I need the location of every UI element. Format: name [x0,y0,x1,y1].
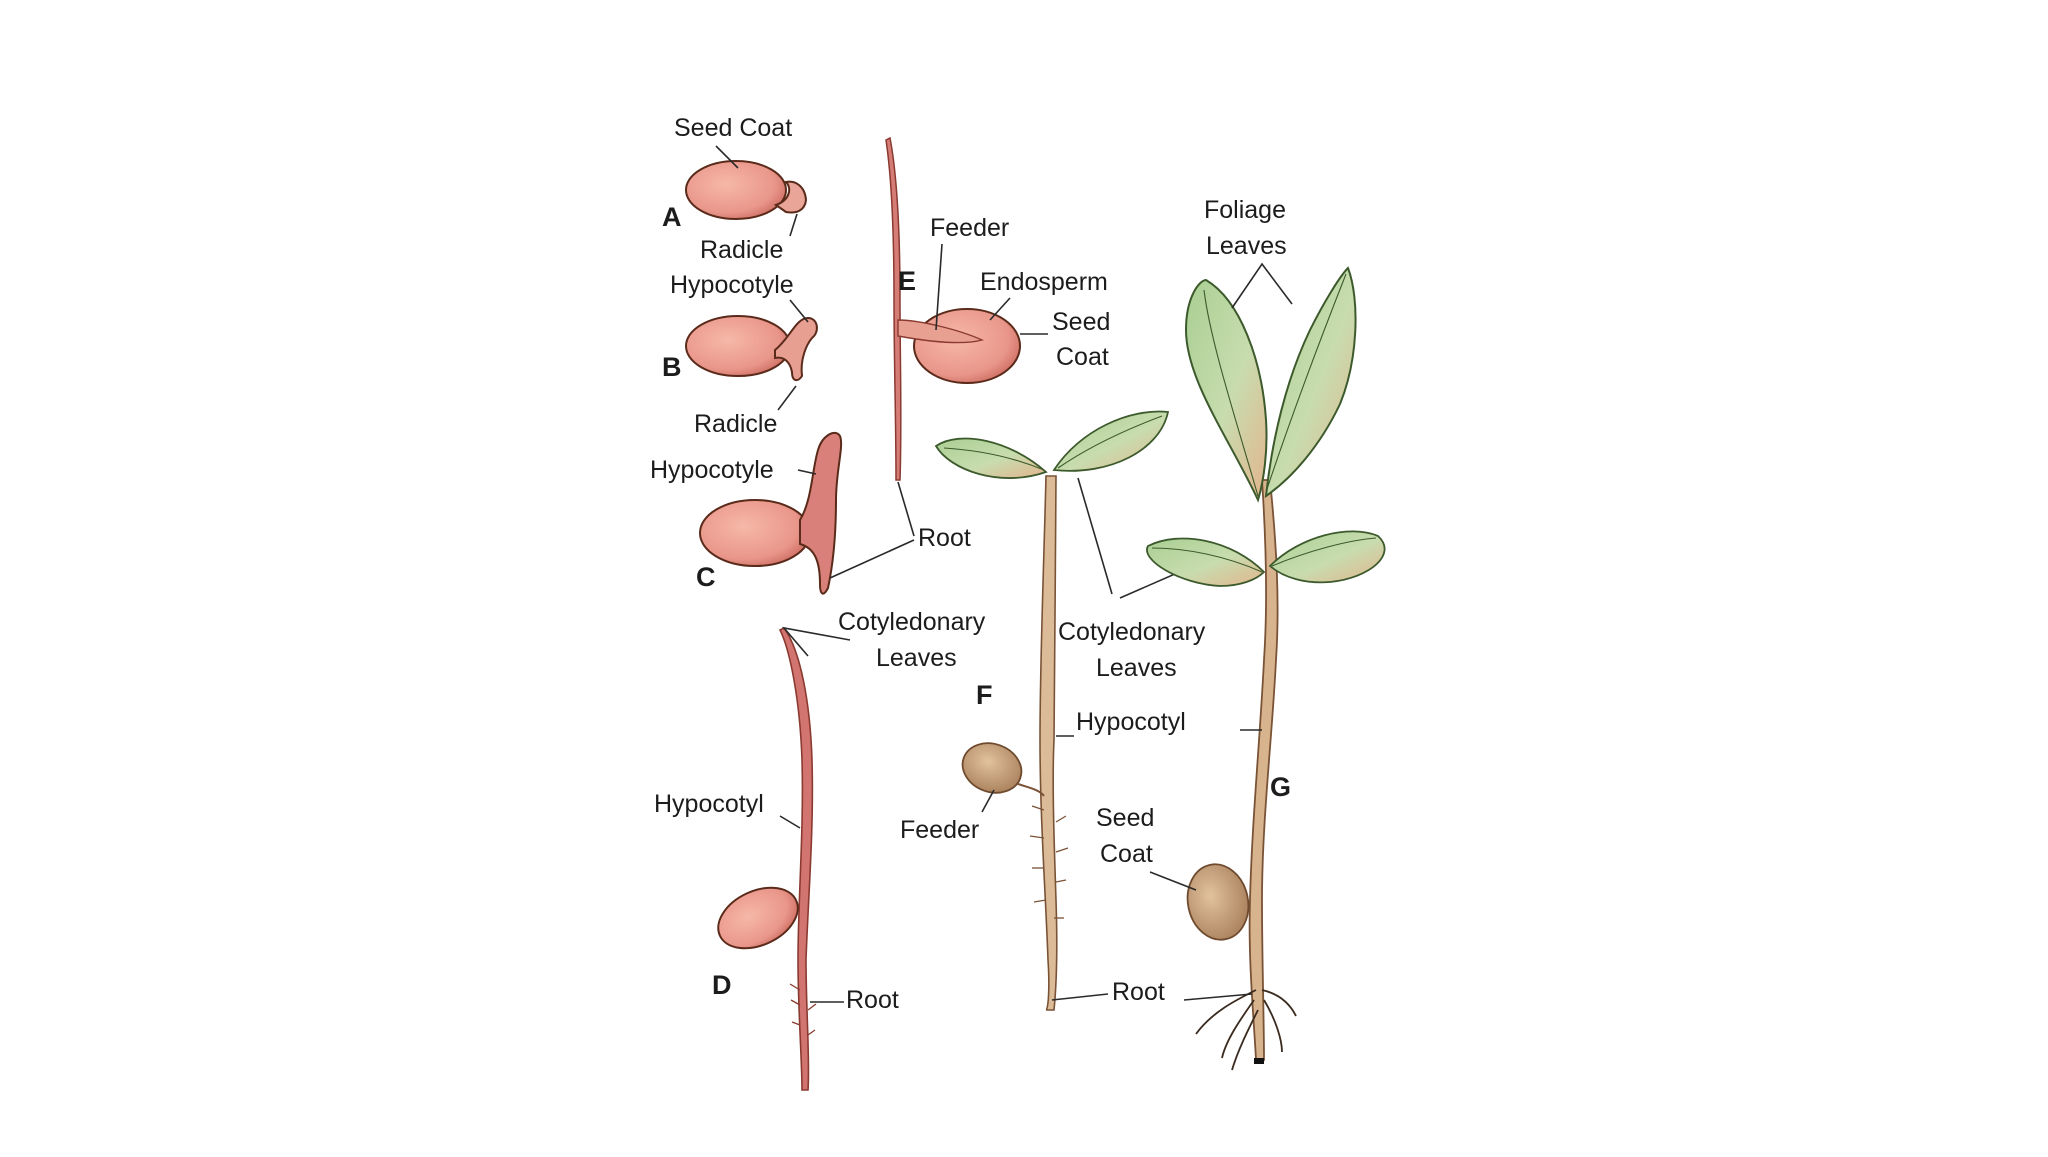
stage-a-seed [685,160,787,220]
stage-a-seed-coat-label: Seed Coat [674,114,792,142]
stage-e-letter: E [898,266,916,296]
stage-b-radicle-label: Radicle [694,410,777,438]
stage-c-hypocotyle-label: Hypocotyle [650,456,774,484]
stage-d-cotyledonary-leader [781,626,851,657]
stage-a-seed-coat-leader [715,145,739,169]
stage-f-feeder-seed [961,742,1023,794]
stage-g-cotyledon-left [1146,537,1266,587]
stage-a: A Seed Coat Radicle [662,114,808,264]
stage-a-radicle-leader [789,213,798,237]
stage-e-seed [913,308,1021,384]
stage-e-endosperm-leader [989,297,1011,321]
stage-d-hypocotyl-leader [779,815,801,829]
stage-d-hypocotyl [778,626,814,1091]
stage-c-letter: C [696,562,716,592]
stage-f-hypocotyl-label: Hypocotyl [1076,708,1186,736]
stage-d-root-label: Root [846,986,899,1014]
stage-e-seed-coat-label-1: Seed [1052,308,1110,336]
stage-c-seed [699,499,811,567]
stage-g-foliage-label-1: Foliage [1204,196,1286,224]
stage-g-leaf-veins [1151,273,1377,573]
stage-b-hypocotyle-leader [789,299,809,323]
stage-b-radicle-leader [777,385,797,411]
stage-e-endosperm-label: Endosperm [980,268,1108,296]
stage-g-foliage-leader [1231,262,1293,309]
stage-e: E Feeder Endosperm Seed Coat [885,136,1110,481]
stage-f-stem [1039,475,1058,1011]
stage-b-letter: B [662,352,682,382]
stage-g-root-tip [1254,1058,1264,1064]
stage-f-feeder-label: Feeder [900,816,979,844]
stage-f-cotyledonary-label-1: Cotyledonary [1058,618,1206,646]
stage-g-letter: G [1270,772,1291,802]
stage-a-radicle [773,180,808,214]
stage-f-feeder-leader [981,789,995,813]
stage-d-cotyledon [717,886,799,950]
stage-c-hypocotyl [799,431,843,595]
stage-g: G Foliage Leaves Seed Coat [1096,196,1386,1071]
stage-a-letter: A [662,202,682,232]
ce-root-label: Root [918,524,971,552]
stage-e-feeder-leader [935,243,943,331]
stage-e-axis [885,136,902,481]
stage-g-seed-coat [1186,863,1250,941]
stage-d-root-hairs [789,983,817,1036]
stage-g-foliage-leaf-right [1264,266,1357,499]
stage-b: B Hypocotyle Radicle [662,271,818,438]
stage-e-feeder [897,319,985,344]
stage-f-root-hairs [1029,805,1069,919]
stage-d: D Cotyledonary Leaves Hypocotyl Root [654,608,986,1091]
stage-f-letter: F [976,680,993,710]
stage-f-root-label: Root [1112,978,1165,1006]
stage-f-leaf-right [1052,410,1170,472]
stage-g-foliage-label-2: Leaves [1206,232,1287,260]
stage-f-cotyledonary-leader-left [1077,477,1113,595]
stage-d-cotyledonary-label-1: Cotyledonary [838,608,986,636]
stage-g-seed-coat-leader [1149,871,1197,891]
stage-c-hypocotyle-leader [797,469,817,475]
stage-c: C Hypocotyle [650,431,843,595]
stage-f-feeder-stalk [1017,783,1045,797]
stage-g-foliage-leaf-left [1184,278,1268,503]
stage-f: F Cotyledonary Leaves Hypocotyl Feeder R… [900,410,1231,1011]
stage-b-seed [685,315,791,377]
stage-a-radicle-label: Radicle [700,236,783,264]
stage-d-hypocotyl-label: Hypocotyl [654,790,764,818]
stage-g-roots [1195,989,1297,1071]
stage-g-seed-coat-label-2: Coat [1100,840,1153,868]
c-root-leader [829,539,915,579]
stage-d-cotyledonary-label-2: Leaves [876,644,957,672]
stage-f-cotyledonary-label-2: Leaves [1096,654,1177,682]
root-label-ce: Root [829,481,971,579]
stage-g-cotyledon-right [1268,530,1386,584]
stage-e-feeder-label: Feeder [930,214,1009,242]
stage-g-root-leader [1183,993,1253,1001]
stage-g-seed-coat-label-1: Seed [1096,804,1154,832]
stage-f-leaf-veins [943,415,1163,471]
stage-f-root-leader [1051,993,1109,1001]
stage-d-letter: D [712,970,732,1000]
stage-e-seed-coat-label-2: Coat [1056,343,1109,371]
stage-b-hypocotyle-label: Hypocotyle [670,271,794,299]
stage-f-leaf-left [934,437,1048,479]
e-root-leader [897,481,915,537]
stage-b-hypocotyl-loop [774,316,818,382]
